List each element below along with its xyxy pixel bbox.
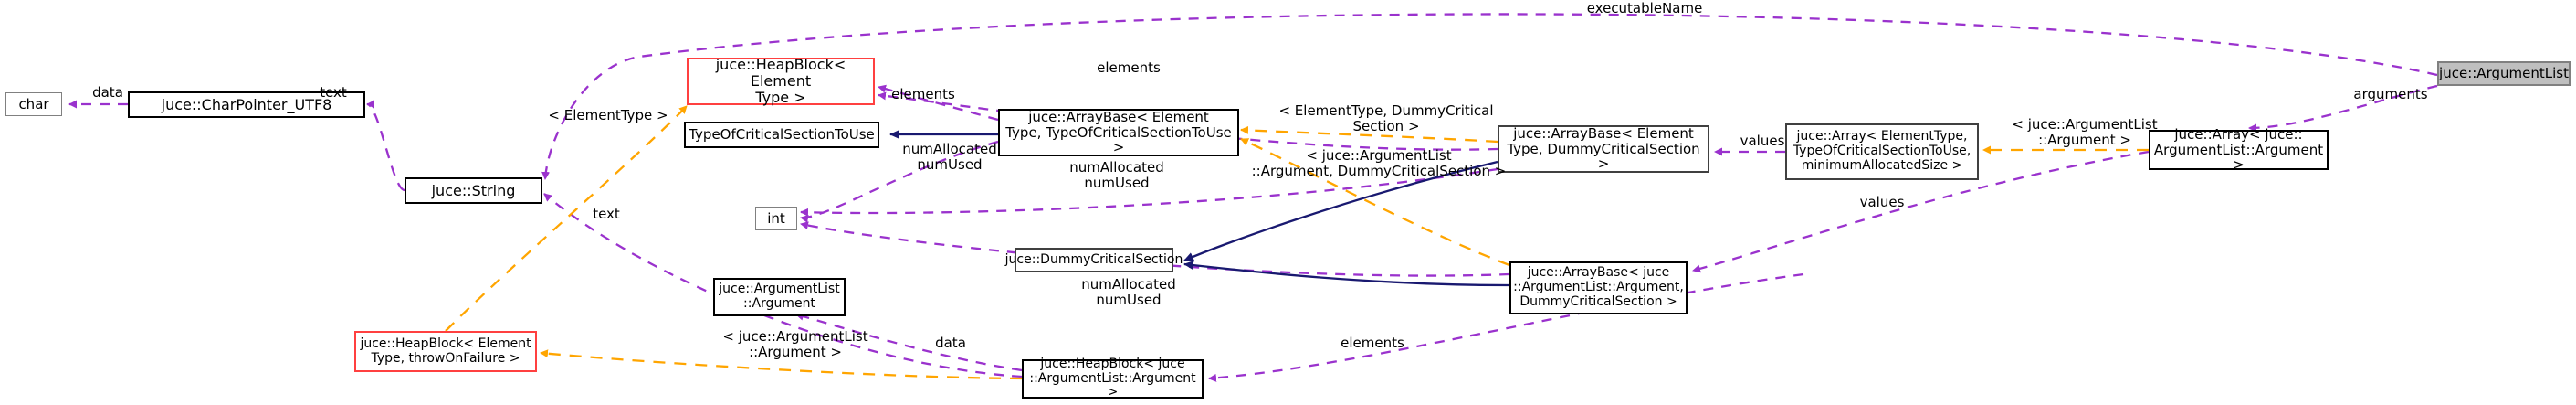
edge-array-arglist-values [2248, 84, 2438, 133]
edge-inh-dummycrit-from-arraybase-dcs [1183, 160, 1498, 262]
usage-edges [68, 13, 2438, 382]
node-juce-argumentlist-label: juce::ArgumentList [2439, 65, 2569, 82]
node-heapblock-elementtype-throwonfailure[interactable]: juce::HeapBlock< Element Type, throwOnFa… [354, 331, 537, 372]
edge-int-numalloc-1 [800, 140, 999, 223]
edge-inh-dummycrit-from-arraybase-arg [1183, 261, 1510, 287]
node-juce-heapblock-elementtype[interactable]: juce::HeapBlock< Element Type > [687, 56, 875, 106]
node-typeofcriticalsectiontouse-label: TypeOfCriticalSectionToUse [689, 126, 875, 144]
edge-int-numalloc-2 [800, 221, 1510, 277]
edge-arglist-argument-data [795, 312, 1023, 372]
node-juce-dummycriticalsection-label: juce::DummyCriticalSection [1004, 251, 1183, 267]
edge-heapblock-elements-2 [878, 91, 1498, 151]
node-juce-heapblock-elementtype-label: juce::HeapBlock< Element Type > [715, 56, 846, 106]
node-arraybase-elementtype-dcs-label: juce::ArrayBase< Element Type, DummyCrit… [1507, 124, 1700, 173]
edge-string-executablename [541, 13, 2438, 180]
node-arraybase-argument-dcs-label: juce::ArrayBase< juce ::ArgumentList::Ar… [1513, 265, 1684, 309]
edge-tpl-heapblock-elementtype [445, 105, 688, 332]
node-heapblock-elementtype-throwonfailure-label: juce::HeapBlock< Element Type, throwOnFa… [360, 336, 531, 366]
inheritance-edges [889, 130, 1510, 287]
edge-charptr-text [366, 100, 405, 192]
edge-heapblock-arg-elements [1208, 272, 1804, 382]
node-juce-string[interactable]: juce::String [405, 177, 542, 204]
node-juce-charpointer-utf8-label: juce::CharPointer_UTF8 [161, 95, 332, 113]
edge-int-numalloc-3 [800, 167, 1498, 217]
edge-tpl-heapblock-arglistarg [540, 349, 1023, 380]
node-array-argumentlist-argument[interactable]: juce::Array< juce:: ArgumentList::Argume… [2149, 125, 2329, 174]
node-heapblock-argumentlist-argument[interactable]: juce::HeapBlock< juce ::ArgumentList::Ar… [1022, 357, 1204, 400]
edge-arraybase-arg-elements [1692, 150, 2150, 273]
node-array-elementtype-tocs[interactable]: juce::Array< ElementType, TypeOfCritical… [1785, 123, 1979, 180]
node-juce-string-label: juce::String [431, 181, 516, 199]
node-array-argumentlist-argument-label: juce::Array< juce:: ArgumentList::Argume… [2153, 125, 2324, 174]
node-arraybase-elementtype-tocs-label: juce::ArrayBase< Element Type, TypeOfCri… [1005, 108, 1232, 156]
node-char-label: char [18, 95, 49, 112]
node-arraybase-elementtype-tocs[interactable]: juce::ArrayBase< Element Type, TypeOfCri… [998, 109, 1239, 156]
node-typeofcriticalsectiontouse[interactable]: TypeOfCriticalSectionToUse [684, 122, 879, 148]
edge-heapblock-elements-1 [878, 84, 999, 122]
node-arraybase-elementtype-dcs[interactable]: juce::ArrayBase< Element Type, DummyCrit… [1498, 125, 1709, 173]
node-juce-argumentlist[interactable]: juce::ArgumentList [2437, 61, 2571, 86]
edge-tpl-arraybase-elemtype-dcs [1240, 125, 1498, 144]
edge-tpl-arraybase-arg-dcs [1240, 137, 1510, 267]
node-argumentlist-argument-label: juce::ArgumentList ::Argument [719, 282, 840, 311]
node-int-label: int [767, 209, 785, 227]
node-arraybase-argument-dcs[interactable]: juce::ArrayBase< juce ::ArgumentList::Ar… [1509, 261, 1688, 314]
node-heapblock-argumentlist-argument-label: juce::HeapBlock< juce ::ArgumentList::Ar… [1029, 357, 1196, 400]
node-juce-dummycriticalsection[interactable]: juce::DummyCriticalSection [1005, 248, 1183, 272]
node-int[interactable]: int [755, 207, 797, 230]
node-array-elementtype-tocs-label: juce::Array< ElementType, TypeOfCritical… [1793, 129, 1971, 173]
template-edges [445, 105, 2149, 380]
node-juce-charpointer-utf8[interactable]: juce::CharPointer_UTF8 [128, 91, 365, 118]
node-argumentlist-argument[interactable]: juce::ArgumentList ::Argument [713, 278, 846, 316]
node-char[interactable]: char [5, 92, 62, 116]
